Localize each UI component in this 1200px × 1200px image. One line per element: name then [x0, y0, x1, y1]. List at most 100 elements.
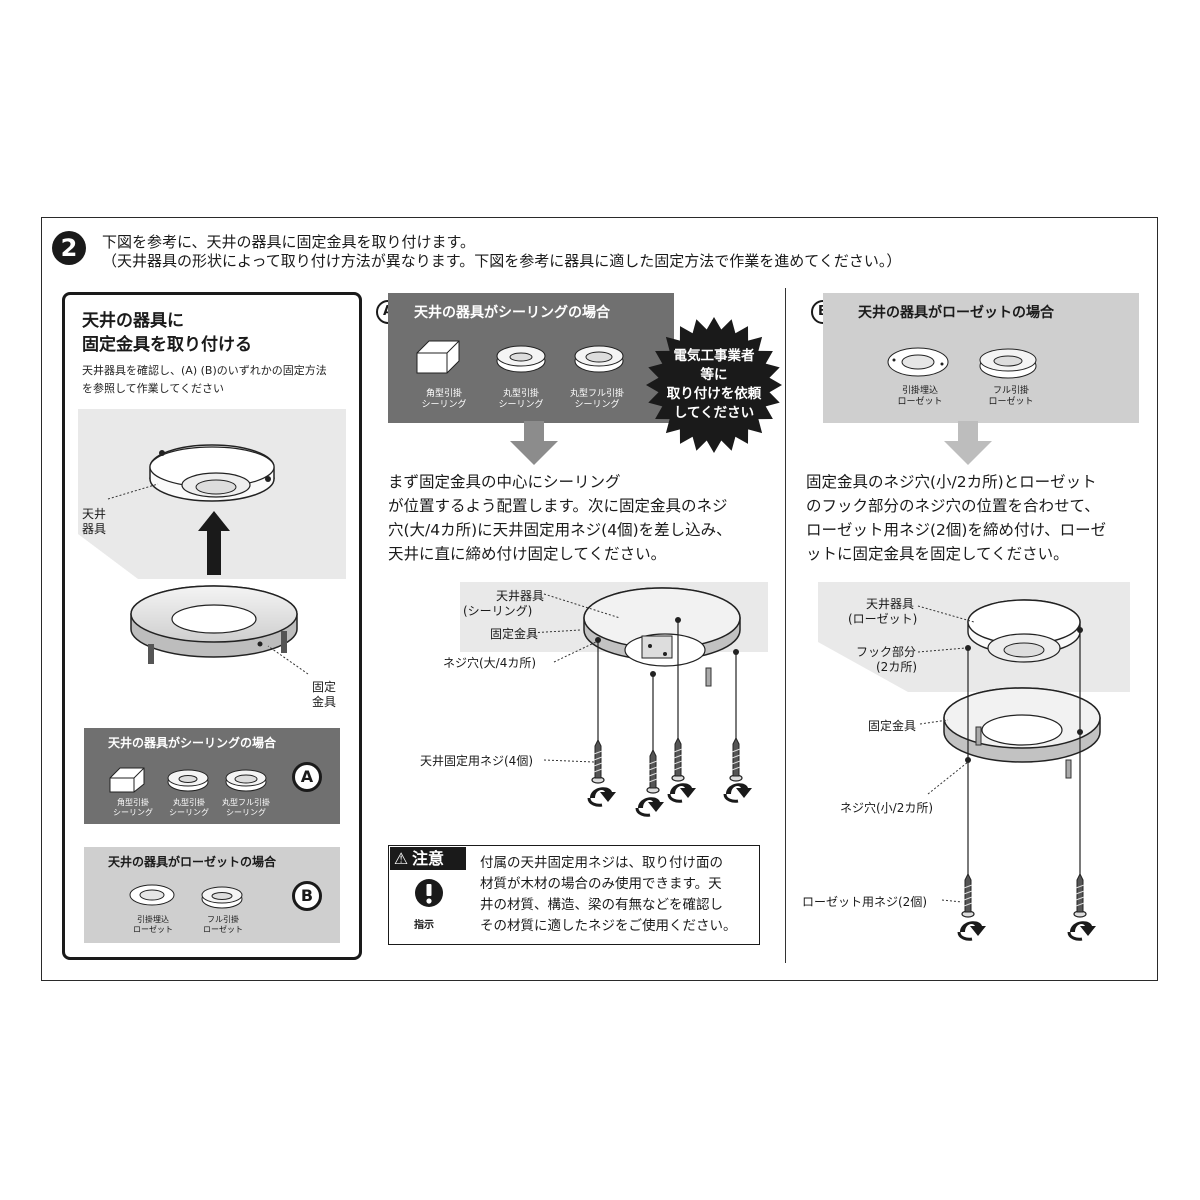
section-b-label-hook: フック部分: [856, 645, 917, 659]
overview-title-line1: 天井の器具に: [82, 311, 184, 331]
overview-card-b-thumbs: [129, 884, 243, 909]
section-b-body-line2: のフック部分のネジ穴の位置を合わせて、: [806, 497, 1100, 515]
overview-card-a-item2: 丸型引掛 シーリング: [164, 798, 214, 818]
starburst-line4: してください: [673, 405, 755, 421]
overview-card-a-thumbs: [109, 767, 267, 793]
item-line2: シーリング: [498, 400, 544, 410]
section-b-body-line1: 固定金具のネジ穴(小/2カ所)とローゼット: [806, 473, 1097, 491]
round-ceiling-icon: [167, 769, 209, 792]
rotate-arrow-icon: [635, 795, 666, 817]
rotate-arrow-icon: [957, 919, 988, 941]
overview-card-b-letter: B: [292, 881, 322, 911]
overview-title: 天井の器具に 固定金具を取り付ける: [82, 309, 252, 357]
embedded-rosette-icon: [887, 347, 949, 377]
item-line2: ローゼット: [133, 925, 173, 934]
caution-line4: その材質に適したネジをご使用ください。: [480, 918, 737, 934]
overview-card-b: 天井の器具がローゼットの場合 引掛埋込 ローゼット フル引掛 ローゼット B: [84, 847, 340, 943]
starburst-line3: 取り付けを依頼: [666, 386, 762, 402]
full-rosette-icon: [201, 886, 243, 909]
section-a-label-ceiling-sub: (シーリング): [463, 604, 533, 618]
overview-illustration: [78, 409, 346, 675]
item-line2: シーリング: [421, 400, 467, 410]
overview-card-a-item1: 角型引掛 シーリング: [108, 798, 158, 818]
overview-card-a-item3: 丸型フル引掛 シーリング: [218, 798, 274, 818]
item-line2: ローゼット: [203, 925, 243, 934]
embedded-rosette-icon: [129, 884, 175, 906]
ceiling-fixture-icon: [149, 444, 275, 502]
overview-note-line1: 天井器具を確認し、(A) (B)のいずれかの固定方法: [82, 364, 327, 377]
rotate-arrow-icon: [723, 781, 754, 803]
item-line1: 丸型フル引掛: [222, 798, 270, 807]
section-b-item1: 引掛埋込 ローゼット: [890, 386, 950, 408]
section-a-label-ceiling: 天井器具: [480, 589, 544, 604]
section-b-body-line4: ットに固定金具を固定してください。: [806, 545, 1069, 563]
section-b-label-screws: ローゼット用ネジ(2個): [802, 895, 927, 909]
section-b-thumbs: [887, 347, 1037, 379]
round-full-ceiling-icon: [574, 345, 624, 373]
caution-line2: 材質が木材の場合のみ使用できます。天: [480, 876, 722, 892]
screw-icon: [646, 749, 660, 794]
round-full-ceiling-icon: [225, 769, 267, 792]
overview-card-b-item1: 引掛埋込 ローゼット: [128, 915, 178, 935]
section-a-body-line2: が位置するよう配置します。次に固定金具のネジ: [388, 497, 728, 515]
label-bracket-line1: 固定: [312, 680, 337, 694]
overview-card-b-item2: フル引掛 ローゼット: [198, 915, 248, 935]
item-line1: 角型引掛: [117, 798, 149, 807]
section-a-body: まず固定金具の中心にシーリング が位置するよう配置します。次に固定金具のネジ 穴…: [388, 470, 732, 566]
starburst-badge-icon: [646, 317, 782, 453]
caution-line3: 井の材質、構造、梁の有無などを確認し: [480, 897, 723, 913]
section-divider: [785, 288, 786, 963]
section-b-title: 天井の器具がローゼットの場合: [858, 305, 1054, 321]
label-ceiling-fixture: 天井 器具: [82, 507, 106, 537]
caution-line1: 付属の天井固定用ネジは、取り付け面の: [480, 855, 723, 871]
step-intro-line2: （天井器具の形状によって取り付け方法が異なります。下図を参考に器具に適した固定方…: [102, 252, 902, 270]
screw-icon: [729, 737, 743, 782]
section-b-down-arrow-icon: [944, 421, 992, 465]
item-line1: 丸型引掛: [173, 798, 205, 807]
section-b-body-line3: ローゼット用ネジ(2個)を締め付け、ローゼ: [806, 521, 1107, 539]
item-line2: シーリング: [169, 808, 209, 817]
item-line2: シーリング: [226, 808, 266, 817]
overview-card-a-letter: A: [292, 762, 322, 792]
label-bracket-line2: 金具: [312, 695, 337, 709]
overview-note-line2: を参照して作業してください: [82, 382, 225, 395]
section-b-label-holes: ネジ穴(小/2カ所): [840, 801, 934, 815]
section-a-body-line4: 天井に直に締め付け固定してください。: [388, 545, 667, 563]
rotate-arrow-icon: [1067, 919, 1098, 941]
overview-card-a-title: 天井の器具がシーリングの場合: [108, 736, 277, 750]
full-rosette-icon: [979, 348, 1037, 379]
screw-icon: [961, 873, 975, 918]
starburst-line2: 等に: [700, 367, 728, 383]
step-number-badge: 2: [52, 231, 86, 265]
round-ceiling-icon: [496, 345, 546, 373]
label-ceiling-line2: 器具: [82, 522, 107, 536]
overview-card-b-title: 天井の器具がローゼットの場合: [108, 855, 277, 869]
instruction-frame: [41, 217, 1158, 981]
item-line2: ローゼット: [897, 397, 943, 407]
screw-icon: [1073, 873, 1087, 918]
starburst-line1: 電気工事業者: [673, 348, 755, 364]
label-line1: 天井器具: [495, 589, 544, 603]
step-intro-line1: 下図を参考に、天井の器具に固定金具を取り付けます。: [102, 233, 476, 251]
section-b-diagram: [818, 582, 1130, 941]
bracket-disc-icon: [943, 687, 1101, 779]
square-ceiling-icon: [416, 340, 460, 374]
item-line2: シーリング: [113, 808, 153, 817]
square-ceiling-icon: [109, 767, 145, 793]
section-a-body-line3: 穴(大/4カ所)に天井固定用ネジ(4個)を差し込み、: [388, 521, 732, 539]
item-line1: 引掛埋込: [137, 915, 169, 924]
rotate-arrow-icon: [667, 781, 698, 803]
rosette-fixture-icon: [965, 599, 1083, 663]
section-a-label-screws: 天井固定用ネジ(4個): [420, 754, 533, 768]
section-a-diagram: [460, 582, 768, 817]
step-intro: 下図を参考に、天井の器具に固定金具を取り付けます。 （天井器具の形状によって取り…: [102, 233, 901, 271]
section-a-down-arrow-icon: [510, 421, 558, 465]
caution-sub-label: 指示: [414, 920, 434, 931]
bracket-disc-icon: [130, 585, 298, 664]
caution-heading-text: 注意: [412, 849, 445, 868]
section-b-label-ceiling: 天井器具: [866, 597, 915, 611]
item-line1: 引掛埋込: [901, 386, 938, 396]
item-line1: 角型引掛: [425, 389, 462, 399]
section-a-body-line1: まず固定金具の中心にシーリング: [388, 473, 621, 491]
caution-text: 付属の天井固定用ネジは、取り付け面の 材質が木材の場合のみ使用できます。天 井の…: [480, 853, 737, 937]
